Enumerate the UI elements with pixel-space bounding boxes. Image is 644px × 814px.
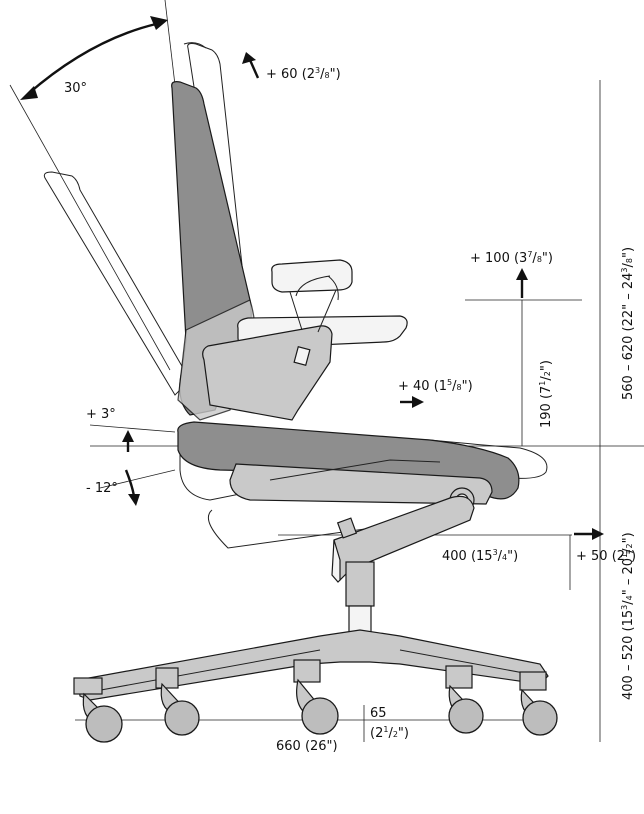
- backrest-height-arrow: [248, 59, 260, 79]
- recline-angle-label: 30°: [64, 81, 87, 96]
- castor-wheel: [296, 678, 339, 735]
- armrest-height-label: + 100 (37/8"): [470, 250, 553, 266]
- arm-to-seat-label: 190 (71/2"): [538, 360, 554, 428]
- seat: [177, 421, 548, 549]
- armrest: [202, 259, 408, 421]
- backrest-height-label: + 60 (23/8"): [266, 66, 341, 82]
- gas-lift: [345, 561, 375, 633]
- base-width-label: 660 (26"): [276, 739, 338, 754]
- chair-base: [73, 629, 549, 701]
- adjustment-arrows: [20, 16, 604, 540]
- recline-arc-arrow: [27, 22, 157, 95]
- tilt-back-arrow: [124, 469, 136, 497]
- castor-wheel: [520, 688, 558, 736]
- castors: [82, 678, 558, 743]
- tilt-forward-label: + 3°: [86, 407, 116, 422]
- castor-wheel: [82, 692, 123, 743]
- seat-mechanism: [331, 495, 475, 583]
- seat-depth-adjust-label: + 50 (2"): [576, 549, 636, 564]
- castor-wheel: [448, 684, 484, 734]
- armrest-depth-label: + 40 (15/8"): [398, 378, 473, 394]
- castor-height-label: 65: [370, 706, 387, 721]
- castor-wheel: [160, 682, 200, 736]
- seat-height-label: 400 – 520 (153/4" – 201/2"): [620, 532, 636, 700]
- backrest-ghost-outlines: [43, 42, 249, 396]
- castor-height-inch-label: (21/2"): [370, 725, 409, 741]
- dimension-lines: [9, 0, 644, 742]
- tilt-back-label: - 12°: [86, 481, 118, 496]
- overall-height-label: 560 – 620 (22" – 243/8"): [620, 247, 636, 400]
- seat-depth-label: 400 (153/4"): [442, 548, 518, 564]
- dimension-labels: 30° + 60 (23/8") + 100 (37/8") + 40 (15/…: [64, 66, 636, 754]
